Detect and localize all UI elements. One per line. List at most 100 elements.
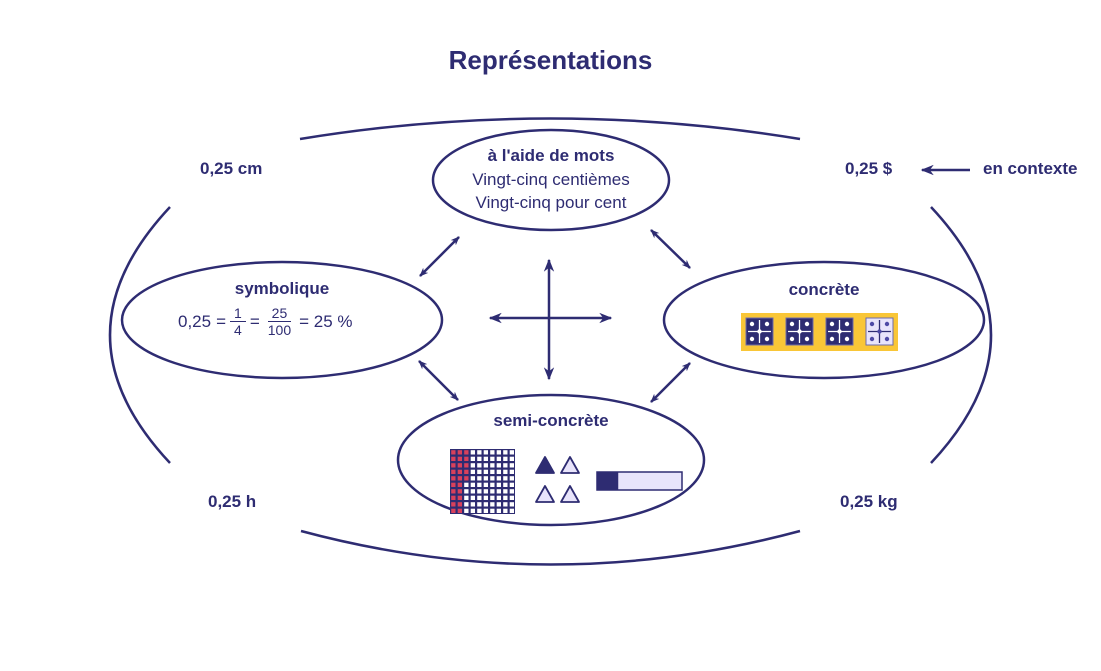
grid-cell-shaded xyxy=(464,463,469,468)
outer-arc-left xyxy=(108,206,171,464)
tile-dot xyxy=(764,336,770,342)
tile-dot xyxy=(829,321,835,327)
outer-arc-bottom xyxy=(300,529,801,566)
tile-dot xyxy=(749,336,755,342)
grid-cell-shaded xyxy=(451,508,456,513)
grid-cell xyxy=(509,463,514,468)
grid-cell xyxy=(496,456,501,461)
grid-cell xyxy=(470,495,475,500)
tile-filled xyxy=(785,317,814,346)
grid-cell xyxy=(490,469,495,474)
grid-cell xyxy=(496,463,501,468)
grid-cell xyxy=(503,495,508,500)
tile-dot xyxy=(844,336,850,342)
grid-cell-shaded xyxy=(457,463,462,468)
arrow-symbolic-semiconcrete xyxy=(418,360,459,401)
grid-cell-shaded xyxy=(451,450,456,455)
tile-dot xyxy=(884,336,890,342)
tile-dot xyxy=(764,321,770,327)
grid-cell xyxy=(464,508,469,513)
grid-cell-shaded xyxy=(457,482,462,487)
fraction-denominator: 100 xyxy=(267,322,292,338)
grid-cell xyxy=(483,463,488,468)
tile-dot xyxy=(869,336,875,342)
triangle-filled xyxy=(535,456,555,474)
grid-cell xyxy=(477,482,482,487)
outer-arc-right xyxy=(930,206,993,464)
grid-cell xyxy=(496,450,501,455)
context-example-cm: 0,25 cm xyxy=(200,159,263,178)
fraction-numerator: 25 xyxy=(267,305,292,322)
tile-dot xyxy=(757,329,762,334)
triangle-set xyxy=(535,456,580,503)
grid-cell xyxy=(470,482,475,487)
grid-cell xyxy=(496,482,501,487)
triangle-empty xyxy=(560,485,580,503)
grid-cell xyxy=(477,469,482,474)
grid-cell xyxy=(470,489,475,494)
grid-cell-shaded xyxy=(457,502,462,507)
grid-cell xyxy=(483,508,488,513)
grid-cell xyxy=(503,469,508,474)
grid-cell-shaded xyxy=(464,456,469,461)
tile-dot xyxy=(804,321,810,327)
grid-cell xyxy=(490,489,495,494)
fraction-denominator: 4 xyxy=(234,322,242,338)
context-label: en contexte xyxy=(983,159,1078,178)
grid-cell xyxy=(509,482,514,487)
grid-cell-shaded xyxy=(451,463,456,468)
grid-cell xyxy=(477,508,482,513)
grid-cell xyxy=(470,463,475,468)
grid-cell xyxy=(509,450,514,455)
grid-cell-shaded xyxy=(451,476,456,481)
grid-cell-shaded xyxy=(451,456,456,461)
grid-cell xyxy=(503,456,508,461)
grid-cell xyxy=(509,508,514,513)
arrow-words-concrete xyxy=(650,229,691,269)
grid-cell xyxy=(483,469,488,474)
arrow-concrete-semiconcrete xyxy=(650,362,691,403)
grid-cell xyxy=(490,482,495,487)
grid-cell xyxy=(490,508,495,513)
grid-cell xyxy=(490,502,495,507)
grid-cell xyxy=(503,508,508,513)
grid-cell xyxy=(477,463,482,468)
words-line-2: Vingt-cinq pour cent xyxy=(475,193,627,212)
grid-cell-shaded xyxy=(451,482,456,487)
grid-cell xyxy=(470,456,475,461)
grid-cell xyxy=(470,476,475,481)
words-line-1: Vingt-cinq centièmes xyxy=(472,170,630,189)
tile-dot xyxy=(884,321,890,327)
tile-dot xyxy=(804,336,810,342)
grid-cell xyxy=(490,476,495,481)
tile-dot xyxy=(877,329,882,334)
oval-words xyxy=(431,128,671,232)
grid-cell xyxy=(503,482,508,487)
grid-cell xyxy=(464,489,469,494)
grid-cell-shaded xyxy=(457,489,462,494)
grid-cell xyxy=(464,502,469,507)
grid-cell xyxy=(470,469,475,474)
semi-concrete-heading: semi-concrète xyxy=(493,411,609,430)
grid-cell-shaded xyxy=(464,450,469,455)
triangle-empty xyxy=(560,456,580,474)
concrete-tiles xyxy=(741,313,898,351)
grid-cell xyxy=(503,463,508,468)
grid-cell xyxy=(477,450,482,455)
arrow-symbolic-words xyxy=(419,236,460,277)
grid-cell-shaded xyxy=(464,469,469,474)
grid-cell xyxy=(483,450,488,455)
symbolic-heading: symbolique xyxy=(234,279,330,298)
triangle-empty xyxy=(535,485,555,503)
tile-dot xyxy=(797,329,802,334)
fraction-25-hundredths: 25 100 xyxy=(264,305,295,338)
grid-cell xyxy=(464,482,469,487)
grid-cell-shaded xyxy=(451,502,456,507)
grid-cell xyxy=(477,456,482,461)
grid-cell-shaded xyxy=(457,450,462,455)
symbolic-percent: = 25 % xyxy=(299,311,353,331)
grid-cell xyxy=(509,456,514,461)
fraction-numerator: 1 xyxy=(230,305,246,322)
grid-cell-shaded xyxy=(457,476,462,481)
